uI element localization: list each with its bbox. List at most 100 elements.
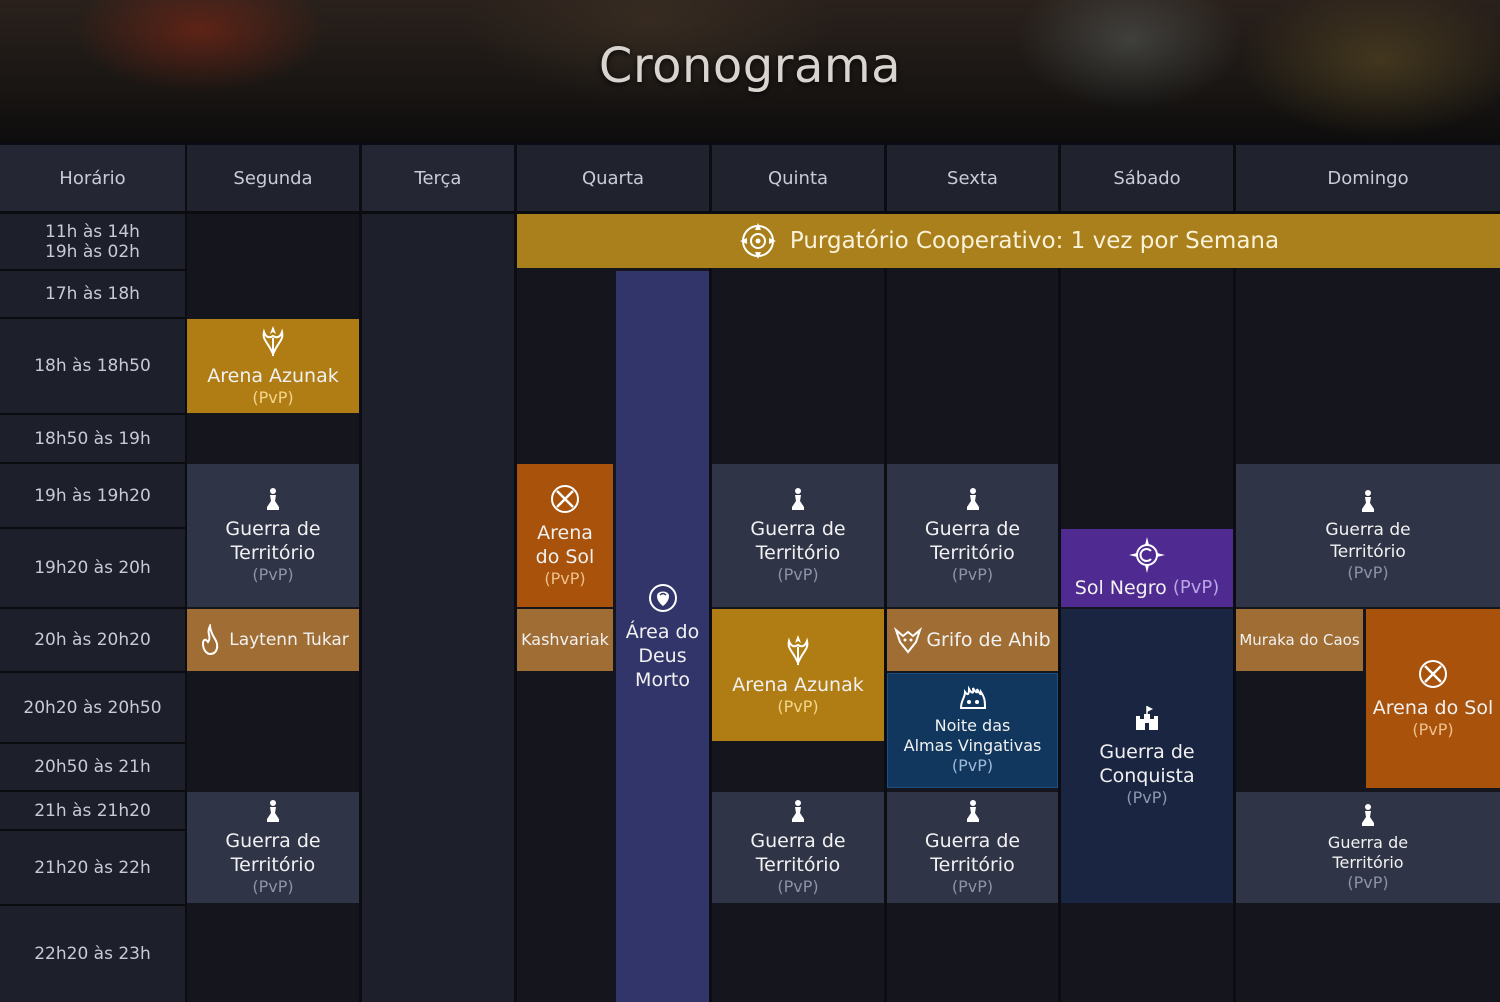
time-row: 11h às 14h 19h às 02h: [0, 214, 185, 271]
event-pvp: (PvP): [252, 564, 294, 584]
trident-emblem-icon: [787, 635, 809, 666]
event-kashvariak-wed[interactable]: Kashvariak: [517, 609, 613, 671]
time-row: 21h20 às 22h: [0, 831, 185, 906]
event-territory-war-sun-1[interactable]: Guerra de Território (PvP): [1236, 464, 1500, 607]
event-title: Noite das: [934, 715, 1011, 735]
event-arena-sol-wed[interactable]: Arena do Sol (PvP): [517, 464, 613, 607]
crossed-swords-circle-icon: [551, 484, 579, 513]
event-title: Guerra de: [750, 517, 846, 540]
event-title: Guerra de: [750, 829, 846, 852]
time-label: 20h às 20h20: [34, 630, 151, 650]
event-title: Sol Negro: [1074, 577, 1167, 599]
time-row: 20h às 20h20: [0, 609, 185, 673]
event-title: Guerra de: [924, 517, 1021, 540]
event-pvp: (PvP): [1412, 719, 1454, 739]
event-title: Território: [230, 853, 316, 876]
event-title: Morto: [635, 668, 690, 691]
event-pvp: (PvP): [1347, 872, 1389, 892]
event-chaos-muraka-sun[interactable]: Muraka do Caos: [1236, 609, 1363, 671]
event-pvp: (PvP): [1126, 788, 1168, 807]
chess-piece-icon: [966, 799, 979, 822]
header-sun: Domingo: [1236, 145, 1500, 211]
event-pvp: (PvP): [777, 876, 819, 896]
time-row: 18h50 às 19h: [0, 415, 185, 464]
griffin-icon: [894, 626, 923, 654]
event-pvp: (PvP): [951, 876, 994, 896]
event-title: Conquista: [1099, 765, 1195, 787]
header-fri: Sexta: [887, 145, 1058, 211]
purgatory-emblem-icon: [739, 223, 776, 259]
time-label: 22h20 às 23h: [34, 944, 151, 964]
page-title: Cronograma: [598, 38, 902, 94]
crossed-swords-circle-icon: [1419, 659, 1447, 688]
event-laytenn-tukar-mon[interactable]: Laytenn Tukar: [187, 609, 359, 671]
event-vengeful-souls-night-fri[interactable]: Noite das Almas Vingativas (PvP): [887, 673, 1058, 788]
event-title: Guerra de: [225, 829, 321, 852]
time-label: 17h às 18h: [45, 284, 140, 304]
event-title: Guerra de: [924, 829, 1021, 852]
time-label: 18h50 às 19h: [34, 428, 151, 449]
castle-icon: [1136, 706, 1158, 730]
time-row: 18h às 18h50: [0, 319, 185, 415]
event-title: Território: [930, 853, 1015, 876]
event-black-sun-sat[interactable]: Sol Negro (PvP): [1061, 529, 1233, 607]
event-title: Território: [230, 541, 316, 564]
black-sun-icon: [1129, 537, 1165, 573]
time-label: 18h às 18h50: [34, 356, 151, 376]
chess-piece-icon: [792, 799, 804, 822]
flame-spirit-icon: [959, 685, 986, 709]
event-title: Arena: [537, 521, 593, 544]
column-tue: [362, 145, 514, 1002]
event-title: Território: [755, 853, 841, 876]
event-title: Guerra de: [1325, 519, 1411, 540]
event-arena-azunak-mon[interactable]: Arena Azunak (PvP): [187, 319, 359, 413]
event-conquest-war-sat[interactable]: Guerra de Conquista (PvP): [1061, 609, 1233, 903]
event-dead-god-area-wed[interactable]: Área do Deus Morto: [616, 271, 709, 1002]
chess-piece-icon: [267, 799, 279, 822]
event-pvp: (PvP): [1172, 577, 1220, 598]
event-title: Território: [755, 541, 841, 564]
time-label: 21h às 21h20: [34, 800, 151, 821]
time-row: 20h20 às 20h50: [0, 673, 185, 744]
time-label: 11h às 14h: [45, 221, 140, 242]
event-territory-war-mon-1[interactable]: Guerra de Território (PvP): [187, 464, 359, 607]
event-territory-war-sun-2[interactable]: Guerra de Território (PvP): [1236, 792, 1500, 903]
event-title: Almas Vingativas: [903, 735, 1042, 755]
event-territory-war-mon-2[interactable]: Guerra de Território (PvP): [187, 792, 359, 903]
header-time: Horário: [0, 145, 185, 211]
trident-emblem-icon: [262, 326, 284, 357]
event-title-line: Sol Negro (PvP): [1075, 576, 1219, 600]
chess-piece-icon: [1362, 803, 1374, 826]
time-label: 20h50 às 21h: [34, 757, 151, 777]
time-label: 21h20 às 22h: [34, 857, 151, 878]
time-label: 19h às 19h20: [34, 485, 151, 506]
header-tue: Terça: [362, 145, 514, 211]
event-arena-sol-sun[interactable]: Arena do Sol (PvP): [1366, 609, 1500, 788]
header-mon: Segunda: [187, 145, 359, 211]
time-label: 19h às 02h: [45, 241, 140, 262]
chess-piece-icon: [792, 487, 804, 510]
coop-label: Purgatório Cooperativo: 1 vez por Semana: [789, 228, 1280, 254]
header-banner: Cronograma: [0, 0, 1500, 142]
chess-piece-icon: [267, 487, 279, 510]
event-title: Área do: [625, 620, 700, 643]
coop-purgatory-banner[interactable]: Purgatório Cooperativo: 1 vez por Semana: [517, 214, 1500, 268]
event-title: Kashvariak: [521, 630, 609, 649]
header-separator: [0, 211, 1500, 214]
event-territory-war-fri-1[interactable]: Guerra de Território (PvP): [887, 464, 1058, 607]
event-griffin-ahib-fri[interactable]: Grifo de Ahib: [887, 609, 1058, 671]
event-pvp: (PvP): [544, 568, 586, 588]
event-territory-war-fri-2[interactable]: Guerra de Território (PvP): [887, 792, 1058, 903]
event-pvp: (PvP): [1347, 562, 1389, 582]
event-pvp: (PvP): [777, 697, 819, 716]
event-pvp: (PvP): [252, 876, 294, 896]
event-title: Território: [930, 541, 1015, 564]
event-territory-war-thu-2[interactable]: Guerra de Território (PvP): [712, 792, 884, 903]
flame-hand-icon: [202, 624, 219, 656]
event-territory-war-thu-1[interactable]: Guerra de Território (PvP): [712, 464, 884, 607]
event-title: Guerra de: [1327, 832, 1409, 852]
event-arena-azunak-thu[interactable]: Arena Azunak (PvP): [712, 609, 884, 741]
time-row: 19h20 às 20h: [0, 529, 185, 609]
header-sat: Sábado: [1061, 145, 1233, 211]
event-title: Laytenn Tukar: [229, 630, 349, 650]
